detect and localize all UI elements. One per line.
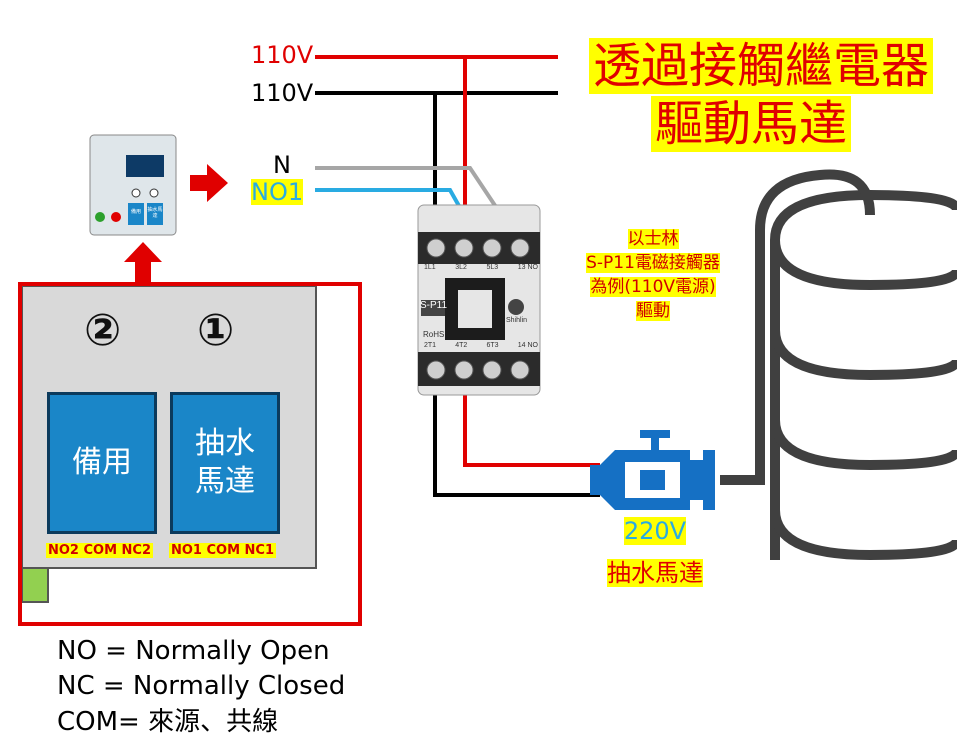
note-line-3: 為例(110V電源) [590, 277, 716, 297]
note-line-4: 驅動 [636, 301, 670, 321]
neutral-wire [315, 166, 502, 215]
contactor-brand: Shihlin [506, 317, 528, 324]
pump-relay-label-line1: 抽水 [195, 426, 255, 461]
terminal-label: 6T3 [486, 342, 499, 349]
label-110v-red: 110V [251, 41, 314, 69]
arrow-right-icon [190, 164, 228, 202]
contactor [417, 204, 541, 396]
device-button-1-label: 抽水馬達 [147, 207, 163, 219]
contactor-top-terminals: 1L1 3L2 5L3 13 NO [424, 264, 538, 271]
note-line-1: 以士林 [627, 229, 679, 249]
label-neutral: N [273, 151, 291, 179]
spare-relay-label: 備用 [72, 445, 132, 480]
motor-icon [590, 430, 715, 510]
motor-voltage-text: 220V [623, 517, 687, 545]
motor-name-text: 抽水馬達 [607, 559, 703, 587]
terminal-label: 3L2 [455, 264, 467, 271]
relay-number-2: ② [84, 305, 122, 356]
spare-relay-button[interactable]: 備用 [47, 392, 157, 534]
pump-relay-button[interactable]: 抽水 馬達 [170, 392, 280, 534]
relay-number-1: ① [197, 305, 235, 356]
title-line-1: 透過接觸繼電器 [588, 38, 933, 94]
legend-nc: NC = Normally Closed [57, 671, 346, 701]
contactor-rohs: RoHS [423, 330, 445, 339]
label-110v-black: 110V [251, 79, 314, 107]
relay-2-pins: NO2 COM NC2 [46, 543, 154, 558]
water-tank-icon [720, 169, 957, 561]
label-no1: NO1 [251, 178, 304, 206]
contactor-model: S-P11 [420, 300, 448, 311]
relay-device-icon [89, 134, 177, 236]
terminal-label: 2T1 [424, 342, 437, 349]
contactor-bottom-terminals: 2T1 4T2 6T3 14 NO [424, 342, 538, 349]
arrow-up-icon [124, 242, 162, 285]
contactor-note: 以士林 S-P11電磁接觸器 為例(110V電源) 驅動 [553, 227, 753, 323]
relay-1-pins: NO1 COM NC1 [169, 543, 277, 558]
title-line-2: 驅動馬達 [650, 96, 851, 152]
legend-com: COM= 來源、共線 [57, 707, 279, 737]
terminal-label: 14 NO [517, 342, 538, 349]
device-button-2-label: 備用 [130, 209, 141, 215]
page-title: 透過接觸繼電器 驅動馬達 [559, 37, 933, 153]
terminal-label: 5L3 [486, 264, 499, 271]
terminal-label: 4T2 [455, 342, 468, 349]
pump-relay-label-line2: 馬達 [195, 464, 255, 499]
terminal-label: 1L1 [424, 264, 436, 271]
legend-no: NO = Normally Open [57, 636, 330, 666]
motor-name: 抽水馬達 [590, 558, 720, 588]
motor-voltage: 220V [590, 516, 720, 546]
terminal-label: 13 NO [517, 264, 538, 271]
note-line-2: S-P11電磁接觸器 [586, 253, 720, 273]
